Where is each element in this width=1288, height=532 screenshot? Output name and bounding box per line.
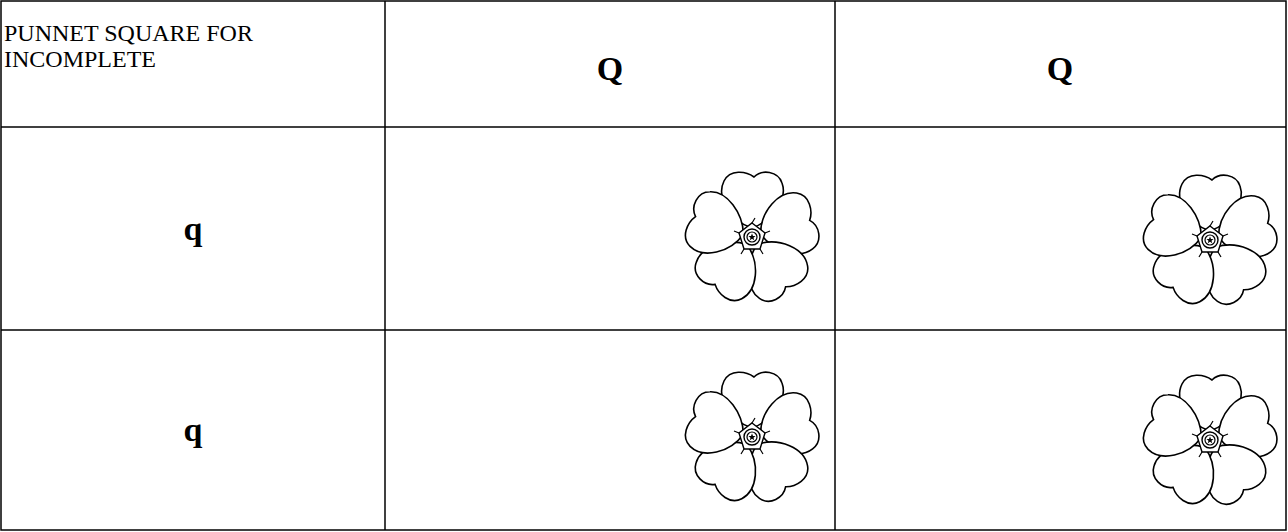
table-header: PUNNET SQUARE FOR INCOMPLETE [4, 4, 274, 73]
table-cell: q [2, 331, 384, 529]
allele-label: q [184, 210, 203, 248]
table-cell: q [2, 128, 384, 329]
allele-label: q [184, 411, 203, 449]
table-cell: PUNNET SQUARE FOR INCOMPLETE [4, 4, 304, 84]
allele-label: Q [597, 50, 623, 88]
flower-drawing [1139, 375, 1281, 511]
allele-label: Q [1047, 50, 1073, 88]
flower-drawing [1139, 175, 1281, 311]
table-cell: Q [386, 2, 834, 126]
flower-drawing [681, 172, 823, 308]
table-cell: Q [836, 2, 1284, 126]
flower-drawing [681, 372, 823, 508]
